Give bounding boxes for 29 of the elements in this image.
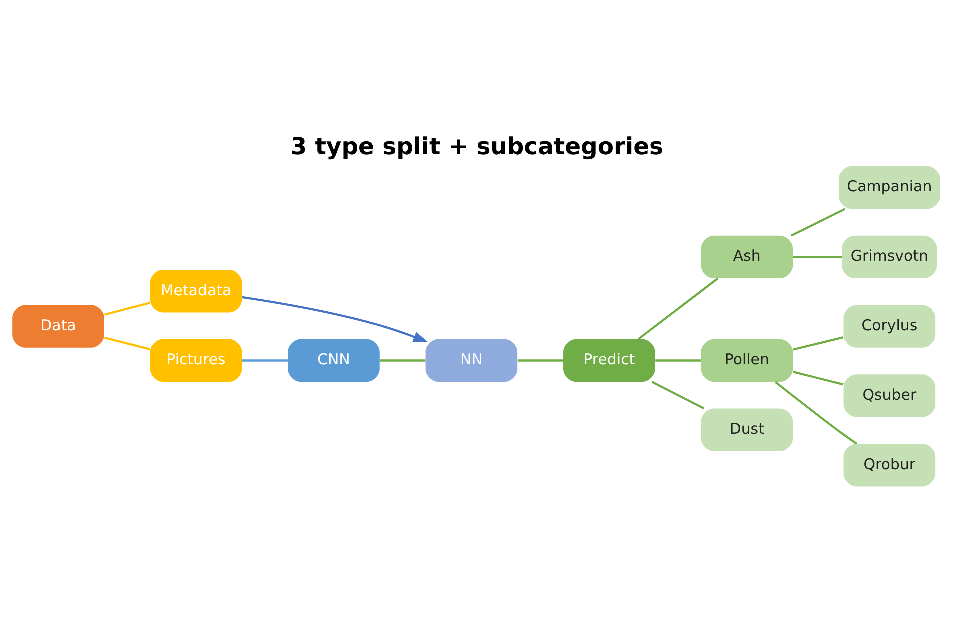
node-box: Predict — [564, 339, 656, 382]
node-box: Corylus — [844, 305, 936, 348]
connector — [242, 360, 288, 362]
arrow — [242, 296, 428, 342]
node-box: CNN — [288, 339, 380, 382]
node-box: Pollen — [701, 339, 794, 382]
diagram-title: 3 type split + subcategories — [290, 132, 664, 160]
connector — [793, 371, 844, 386]
connector — [518, 360, 564, 362]
connector — [793, 336, 844, 351]
node-box: Qsuber — [844, 374, 936, 418]
node-box: NN — [426, 339, 518, 382]
connector — [775, 382, 858, 445]
connector — [791, 208, 846, 237]
connector — [638, 278, 719, 340]
node-box: Campanian — [838, 166, 940, 210]
connector — [793, 256, 842, 258]
connector — [656, 360, 702, 362]
node-box: Ash — [701, 236, 794, 279]
connector — [380, 360, 426, 362]
node-box: Grimsvotn — [842, 236, 938, 279]
node-box: Qrobur — [844, 444, 936, 487]
connector — [104, 302, 150, 316]
connector — [104, 336, 150, 350]
node-box: Metadata — [150, 270, 242, 313]
node-box: Dust — [701, 408, 794, 452]
connector — [652, 381, 705, 410]
node-box: Pictures — [150, 339, 242, 382]
node-box: Data — [12, 305, 104, 348]
